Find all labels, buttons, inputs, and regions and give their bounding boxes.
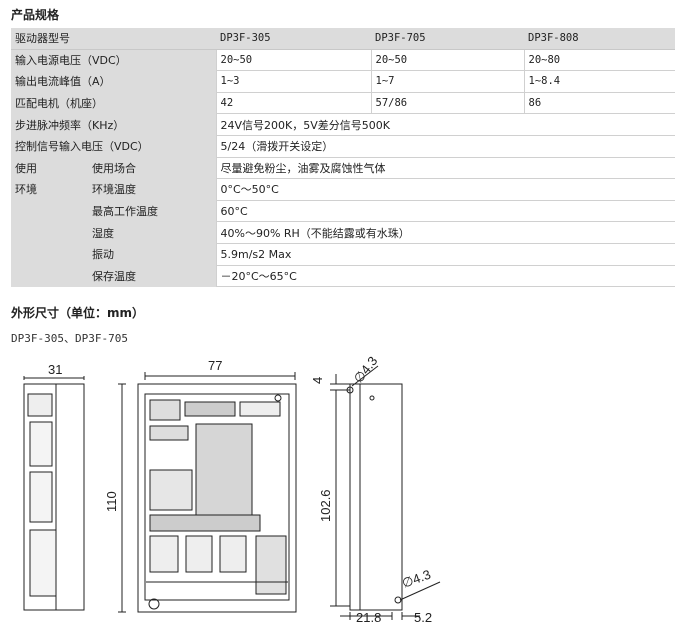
env-cell: 尽量避免粉尘，油雾及腐蚀性气体 [215,157,675,180]
spec-section-title: 产品规格 [11,8,60,22]
outline-drawing: 31 77 110 4 ∅4.3 ∅4.3 102.6 21.8 5.2 [23,353,441,625]
front-view [118,372,297,613]
spec-table: 驱动器型号 DP3F-305 DP3F-705 DP3F-808 输入电源电压（… [11,28,675,288]
spec-cell: 20~80 [523,49,675,72]
dimension-section-title: 外形尺寸（单位：mm） [11,306,145,320]
env-row-label: 最高工作温度 [88,200,216,222]
env-row: 环境 环境温度 0°C～50°C [11,178,675,201]
spec-row: 匹配电机（机座） 42 57/86 86 [11,92,675,115]
spec-cell: 42 [215,92,371,115]
env-row: 使用 使用场合 尽量避免粉尘，油雾及腐蚀性气体 [11,157,675,180]
dim-side-width: 31 [48,362,62,377]
spec-row-label: 输出电流峰值（A） [11,70,216,93]
env-cell: 60°C [215,200,675,223]
env-row-label: 振动 [88,243,216,266]
env-group-label-1: 使用 [11,157,88,179]
dim-front-height: 110 [104,491,119,512]
spec-cell: 86 [523,92,675,115]
env-cell: 40%～90% RH（不能结露或有水珠） [215,221,675,244]
dim-mount-height: 102.6 [318,489,333,522]
dim-top-offset: 4 [310,377,325,384]
model-header: DP3F-808 [524,28,675,50]
right-side-view [330,365,441,620]
dim-hole-top: ∅4.3 [351,353,381,385]
spec-row: 控制信号输入电压（VDC） 5/24（滑拨开关设定） [11,135,675,158]
dim-base-depth: 21.8 [356,610,381,625]
spec-row-label: 输入电源电压（VDC） [11,49,216,71]
spec-cell: 1~3 [215,70,371,93]
spec-header-row: 驱动器型号 DP3F-305 DP3F-705 DP3F-808 [11,28,675,50]
env-cell: 5.9m/s2 Max [215,243,675,266]
env-row-label: 保存温度 [88,265,216,287]
env-group-label-2: 环境 [11,178,88,201]
env-row: 保存温度 －20°C～65°C [11,265,675,288]
spec-cell: 20~50 [370,49,524,72]
env-row: 振动 5.9m/s2 Max [11,243,675,266]
env-row-label: 环境温度 [88,178,216,201]
env-row: 湿度 40%～90% RH（不能结露或有水珠） [11,221,675,244]
env-row-label: 使用场合 [88,157,216,179]
spec-cell: 24V信号200K，5V差分信号500K [215,113,675,136]
spec-cell: 20~50 [215,49,371,72]
spec-row: 输出电流峰值（A） 1~3 1~7 1~8.4 [11,70,675,93]
spec-cell: 57/86 [370,92,524,115]
env-cell: 0°C～50°C [215,178,675,201]
env-row: 最高工作温度 60°C [11,200,675,223]
env-row-label: 湿度 [88,221,216,244]
env-cell: －20°C～65°C [215,265,675,288]
spec-row-label: 步进脉冲频率（KHz） [11,113,216,136]
spec-cell: 5/24（滑拨开关设定） [215,135,675,158]
spec-cell: 1~7 [370,70,524,93]
dimension-models: DP3F-305、DP3F-705 [11,332,128,345]
spec-header-label: 驱动器型号 [11,28,216,50]
spec-row: 步进脉冲频率（KHz） 24V信号200K，5V差分信号500K [11,113,675,136]
dim-front-width: 77 [208,358,222,373]
model-header: DP3F-305 [216,28,371,50]
dim-flange: 5.2 [414,610,432,625]
spec-row-label: 匹配电机（机座） [11,92,216,114]
model-header: DP3F-705 [371,28,524,50]
spec-row: 输入电源电压（VDC） 20~50 20~50 20~80 [11,49,675,72]
side-view [23,376,85,611]
spec-row-label: 控制信号输入电压（VDC） [11,135,216,158]
spec-cell: 1~8.4 [523,70,675,93]
